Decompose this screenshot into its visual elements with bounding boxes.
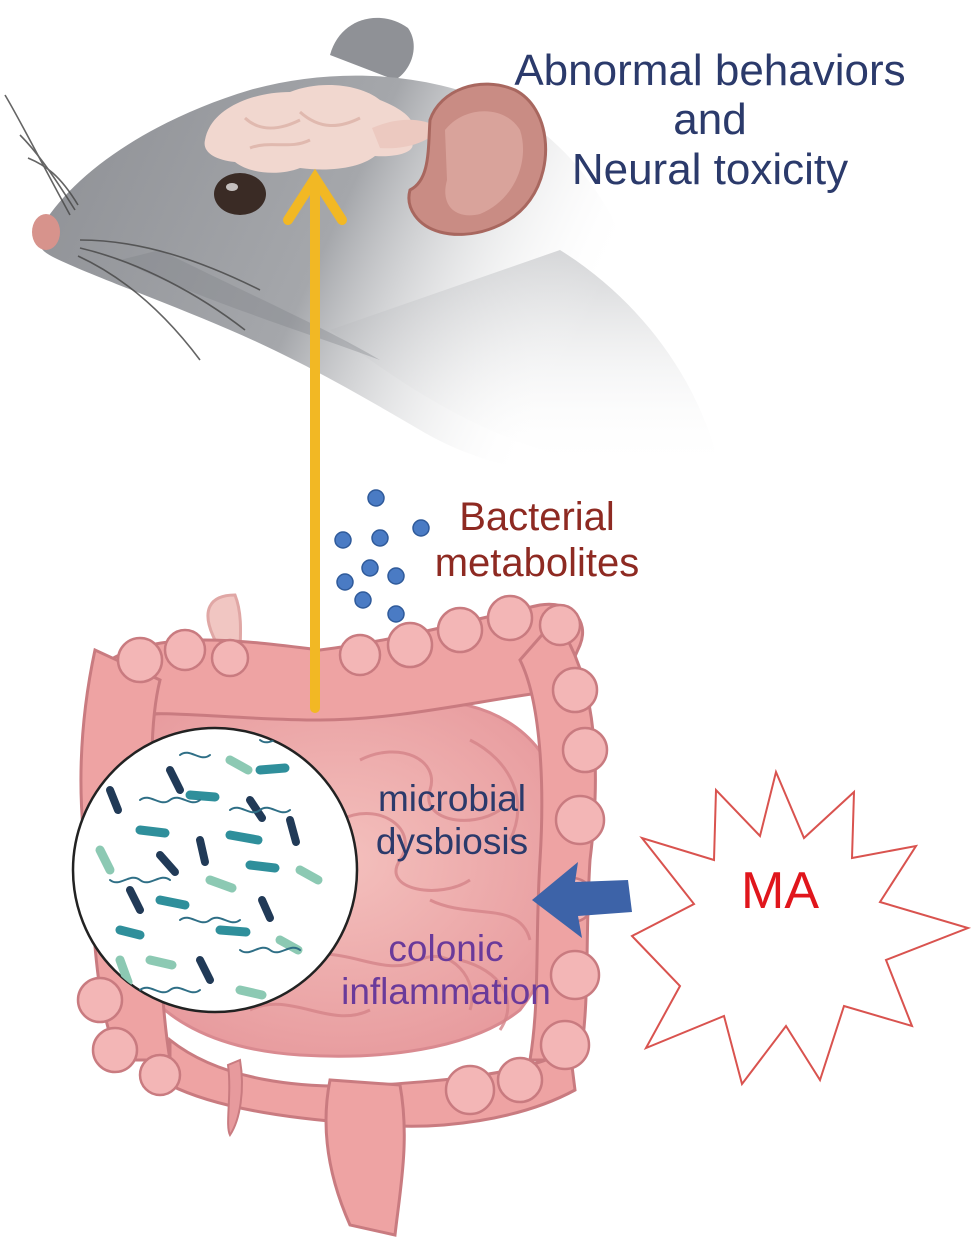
dysbiosis-label: microbial dysbiosis (332, 778, 572, 863)
up-arrow (283, 168, 347, 713)
metabolite-dots (334, 489, 430, 623)
whiskers (4, 94, 261, 361)
left-arrow (532, 862, 632, 938)
inflammation-line-2: inflammation (341, 970, 551, 1012)
mouse-eye (214, 173, 266, 215)
inflammation-label: colonic inflammation (296, 928, 596, 1013)
outcome-line-2: and (673, 95, 747, 145)
brain-icon (204, 85, 440, 173)
microbiota-lens (71, 726, 359, 1014)
metabolites-line-2: metabolites (434, 541, 640, 585)
inflammation-line-1: colonic (388, 928, 504, 969)
ma-trigger-label: MA (741, 862, 819, 920)
dysbiosis-line-1: microbial (377, 778, 527, 819)
ma-starburst (630, 768, 972, 1087)
outcome-label: Abnormal behaviors and Neural toxicity (450, 46, 970, 194)
outcome-line-1: Abnormal behaviors (514, 46, 906, 95)
metabolites-line-1: Bacterial (459, 495, 615, 539)
metabolites-label: Bacterial metabolites (412, 494, 662, 586)
dysbiosis-line-2: dysbiosis (375, 820, 529, 862)
mouse-head-illustration (4, 17, 720, 473)
outcome-line-3: Neural toxicity (571, 144, 849, 194)
mouse-nose (32, 214, 60, 250)
